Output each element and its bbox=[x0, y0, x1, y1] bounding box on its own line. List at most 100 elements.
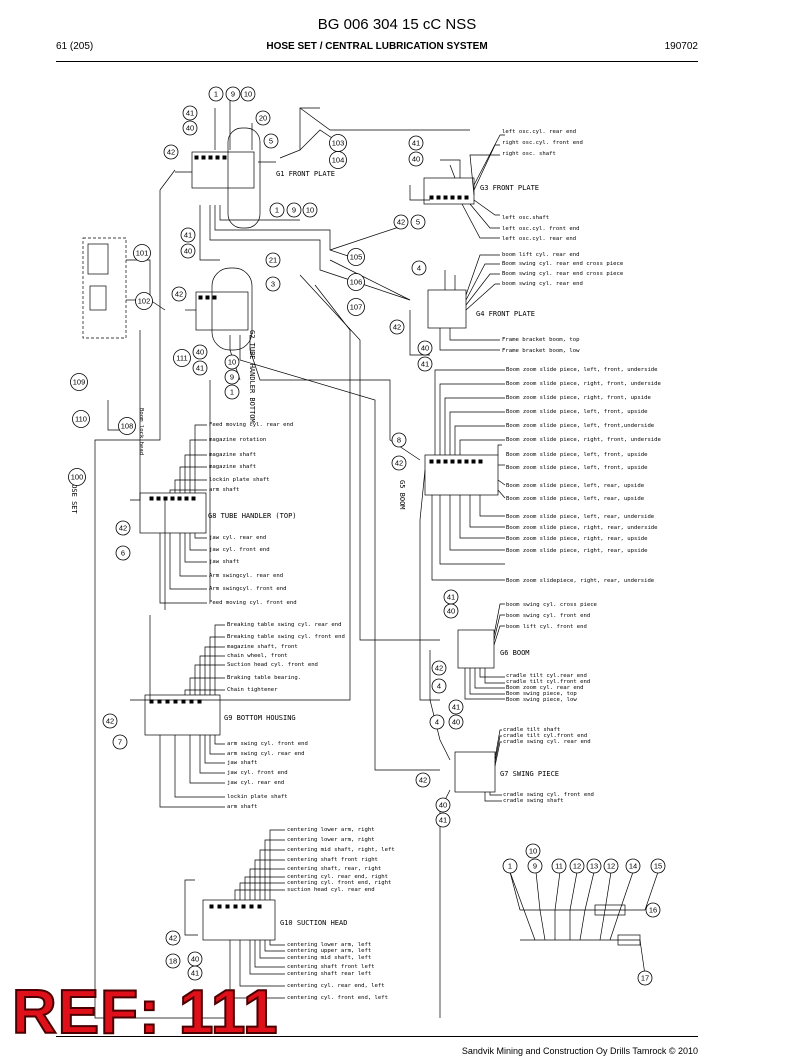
hose-label: jaw cyl. front end bbox=[227, 770, 288, 776]
hose-label: Boom zoom slide piece, left, front, upsi… bbox=[506, 452, 648, 458]
footer-rule bbox=[56, 1036, 698, 1037]
g7-labels: cradle tilt shaft cradle tilt cyl.front … bbox=[503, 727, 594, 804]
hose-label: lockin plate shaft bbox=[227, 794, 288, 800]
callout-number: 12 bbox=[607, 862, 615, 871]
g7-block-label: G7 SWING PIECE bbox=[500, 770, 559, 778]
callout-100: 100 bbox=[68, 468, 86, 486]
hose-label: magazine shaft, front bbox=[227, 644, 298, 650]
hose-label: centering mid shaft, right, left bbox=[287, 847, 395, 853]
callout-circle bbox=[192, 360, 208, 376]
callout-41: 41 bbox=[408, 135, 424, 151]
connector-nipples bbox=[149, 155, 483, 909]
hose-label: Boom zoom slide piece, left, front,under… bbox=[506, 423, 655, 429]
callout-number: 6 bbox=[121, 549, 125, 558]
callout-number: 40 bbox=[196, 348, 204, 357]
callout-41: 41 bbox=[182, 105, 198, 121]
callout-number: 101 bbox=[136, 249, 149, 258]
callout-circle bbox=[569, 858, 585, 874]
callout-9: 9 bbox=[224, 369, 240, 385]
ref-watermark: REF: 111 bbox=[11, 978, 279, 1047]
callout-40: 40 bbox=[182, 120, 198, 136]
callout-circle bbox=[389, 319, 405, 335]
callout-40: 40 bbox=[448, 714, 464, 730]
callout-circle bbox=[637, 970, 653, 986]
callout-number: 13 bbox=[590, 862, 598, 871]
callout-circle bbox=[448, 699, 464, 715]
callout-circle bbox=[182, 105, 198, 121]
hose-label: Arm swingcyl. front end bbox=[209, 586, 286, 592]
callout-number: 11 bbox=[555, 862, 563, 871]
hose-label: cradle swing shaft bbox=[503, 798, 564, 804]
callout-number: 41 bbox=[186, 109, 194, 118]
hose-label: Feed moving cyl. front end bbox=[209, 600, 297, 606]
hose-label: Boom zoom slidepiece, right, rear, under… bbox=[506, 578, 655, 584]
callout-42: 42 bbox=[393, 214, 409, 230]
callout-number: 5 bbox=[416, 218, 420, 227]
callout-9: 9 bbox=[286, 202, 302, 218]
callout-circle bbox=[650, 858, 666, 874]
hose-label: left osc.cyl. rear end bbox=[502, 129, 576, 135]
callout-number: 41 bbox=[421, 360, 429, 369]
callout-number: 42 bbox=[397, 218, 405, 227]
hose-label: boom lift cyl. rear end bbox=[502, 252, 579, 258]
callout-18: 18 bbox=[165, 953, 181, 969]
callout-circle bbox=[435, 812, 451, 828]
callout-41: 41 bbox=[180, 227, 196, 243]
callout-number: 1 bbox=[230, 388, 234, 397]
callout-number: 7 bbox=[118, 738, 122, 747]
callout-40: 40 bbox=[408, 151, 424, 167]
hose-label: Feed moving cyl. rear end bbox=[209, 422, 293, 428]
callout-circle bbox=[187, 965, 203, 981]
g5-block-label: G5 BOOM bbox=[398, 480, 406, 510]
callout-number: 4 bbox=[417, 264, 421, 273]
hose-label: cradle tilt cyl.front end bbox=[506, 679, 590, 685]
callout-number: 15 bbox=[654, 862, 662, 871]
callout-40: 40 bbox=[443, 603, 459, 619]
callout-circle bbox=[70, 373, 88, 391]
callout-number: 42 bbox=[395, 459, 403, 468]
hose-label: left osc.cyl. rear end bbox=[502, 236, 576, 242]
callout-number: 40 bbox=[412, 155, 420, 164]
hose-label: cradle swing cyl. rear end bbox=[503, 739, 591, 745]
g3-labels: left osc.cyl. rear end right osc.cyl. fr… bbox=[502, 129, 583, 242]
hose-label: Boom zoom cyl. rear end bbox=[506, 685, 583, 691]
document-date: 190702 bbox=[664, 41, 698, 52]
hose-label: arm swing cyl. rear end bbox=[227, 751, 304, 757]
callout-9: 9 bbox=[225, 86, 241, 102]
callout-circle bbox=[163, 144, 179, 160]
callout-circle bbox=[443, 603, 459, 619]
callout-107: 107 bbox=[347, 298, 365, 316]
callout-circle bbox=[645, 902, 661, 918]
callout-number: 20 bbox=[259, 114, 267, 123]
hose-label: centering cyl. rear end, left bbox=[287, 983, 385, 989]
callout-circle bbox=[408, 135, 424, 151]
hose-label: left osc.cyl. front end bbox=[502, 226, 579, 232]
callout-number: 4 bbox=[437, 682, 441, 691]
callout-102: 102 bbox=[135, 292, 153, 310]
callout-40: 40 bbox=[187, 951, 203, 967]
hose-label: Boom swing cyl. rear end cross piece bbox=[502, 271, 624, 277]
callout-circle bbox=[429, 714, 445, 730]
callout-circle bbox=[435, 797, 451, 813]
hose-label: jaw cyl. front end bbox=[209, 547, 270, 553]
callout-number: 4 bbox=[435, 718, 439, 727]
callout-41: 41 bbox=[448, 699, 464, 715]
callout-circle bbox=[586, 858, 602, 874]
callout-5: 5 bbox=[263, 133, 279, 149]
callout-number: 111 bbox=[176, 354, 187, 363]
callout-number: 9 bbox=[231, 90, 235, 99]
callout-circle bbox=[347, 248, 365, 266]
callout-number: 42 bbox=[435, 664, 443, 673]
hose-label: Boom swing cyl. rear end cross piece bbox=[502, 261, 624, 267]
callout-42: 42 bbox=[431, 660, 447, 676]
callout-42: 42 bbox=[102, 713, 118, 729]
callout-number: 9 bbox=[292, 206, 296, 215]
callout-circle bbox=[182, 120, 198, 136]
callout-circle bbox=[165, 930, 181, 946]
callout-4: 4 bbox=[411, 260, 427, 276]
hose-label: boom swing cyl. cross piece bbox=[506, 602, 598, 608]
hose-label: centering lower arm, right bbox=[287, 837, 375, 843]
hose-label: Braking table bearing. bbox=[227, 675, 301, 681]
